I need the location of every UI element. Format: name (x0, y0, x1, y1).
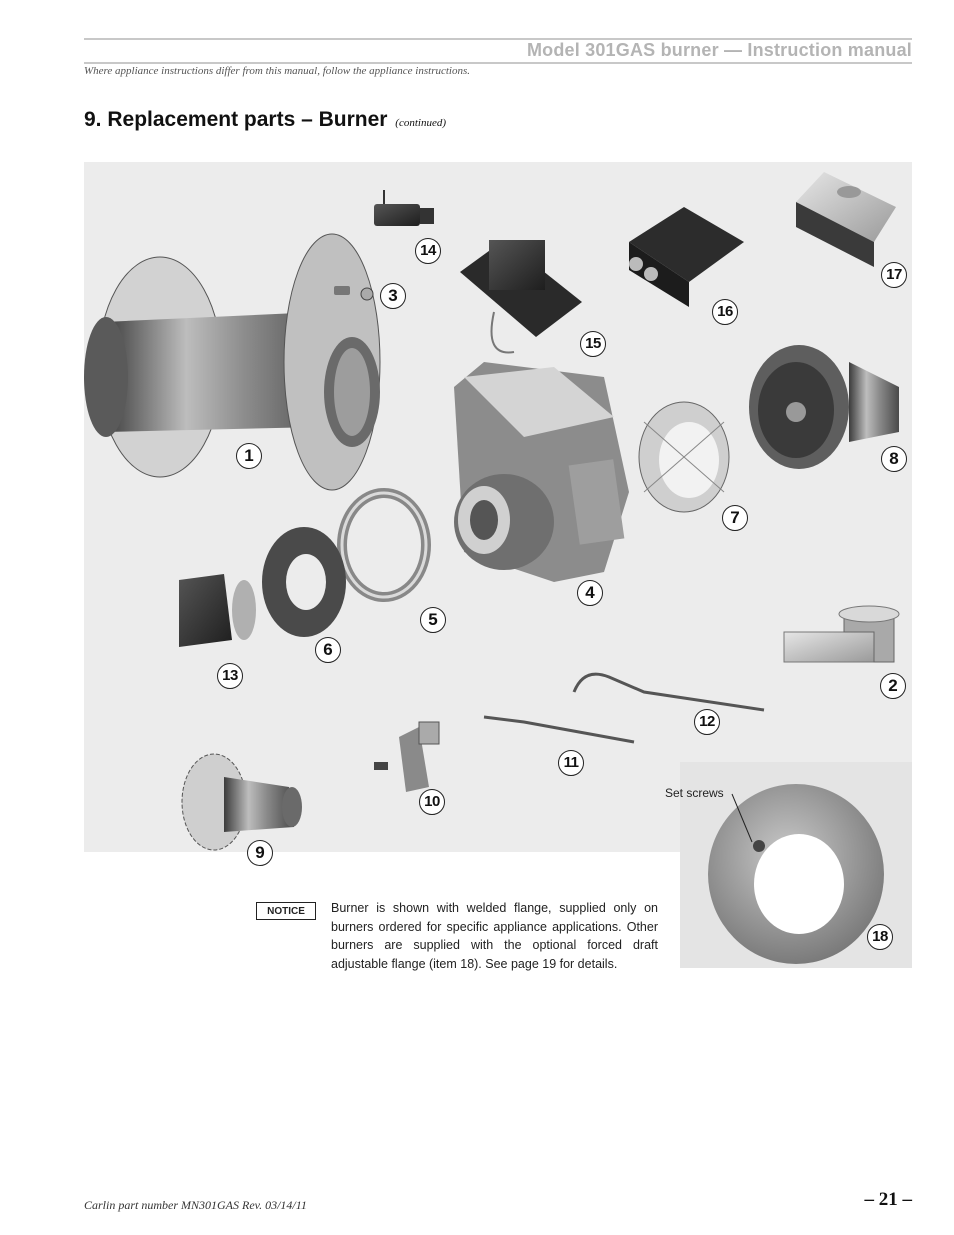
header-rule-bottom (84, 62, 912, 64)
callout-15: 15 (580, 331, 606, 357)
gas-manifold (783, 605, 900, 663)
callout-18: 18 (867, 924, 893, 950)
callout-7: 7 (722, 505, 748, 531)
screw-and-nut (334, 286, 374, 301)
manual-title: Model 301GAS burner — Instruction manual (526, 40, 912, 60)
manual-subtitle: Where appliance instructions differ from… (84, 65, 470, 77)
callout-1: 1 (236, 443, 262, 469)
callout-8: 8 (881, 446, 907, 472)
section-continued: (continued) (395, 117, 446, 129)
callout-12: 12 (694, 709, 720, 735)
transformer-plate (460, 240, 582, 354)
callout-6: 6 (315, 637, 341, 663)
callout-2: 2 (880, 673, 906, 699)
blower-wheel (638, 401, 730, 513)
callout-16: 16 (712, 299, 738, 325)
callout-3: 3 (380, 283, 406, 309)
page-number: – 21 – (864, 1189, 913, 1210)
callout-9: 9 (247, 840, 273, 866)
callout-17: 17 (881, 262, 907, 288)
callout-13: 13 (217, 663, 243, 689)
callout-11: 11 (558, 750, 584, 776)
connector-part (374, 190, 434, 226)
electrodes (483, 672, 765, 744)
adjustable-flange (708, 784, 884, 964)
air-tube-flange (84, 233, 381, 491)
gasket (262, 527, 346, 637)
notice-badge: NOTICE (256, 902, 316, 920)
junction-box (179, 574, 256, 647)
footer-part-number: Carlin part number MN301GAS Rev. 03/14/1… (84, 1198, 307, 1212)
callout-10: 10 (419, 789, 445, 815)
air-band (337, 488, 431, 602)
primary-control (796, 172, 896, 267)
callout-5: 5 (420, 607, 446, 633)
callout-4: 4 (577, 580, 603, 606)
exploded-parts-drawing (84, 162, 912, 968)
flame-retention-head (181, 753, 302, 851)
section-title: 9. Replacement parts – Burner (continued… (84, 108, 446, 132)
section-title-text: 9. Replacement parts – Burner (84, 108, 388, 131)
ignition-transformer (629, 207, 744, 307)
callout-14: 14 (415, 238, 441, 264)
notice-text: Burner is shown with welded flange, supp… (331, 901, 658, 971)
set-screws-label: Set screws (665, 786, 724, 800)
motor (749, 345, 899, 469)
burner-housing (454, 362, 629, 582)
header-rule-top (84, 38, 912, 40)
parts-figure: 1 2 3 4 5 6 7 8 9 10 11 12 13 14 15 16 1… (84, 162, 912, 968)
electrode-bracket (374, 721, 440, 792)
